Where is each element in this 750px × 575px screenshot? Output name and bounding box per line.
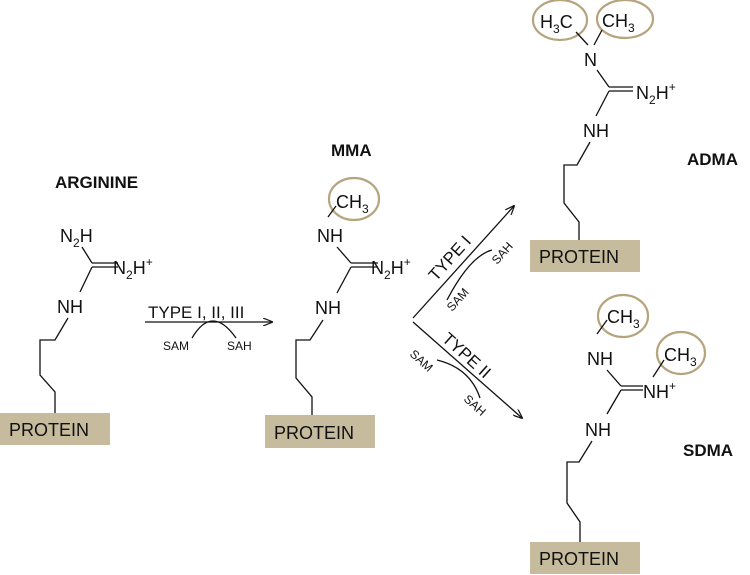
- methyl-group-circle: [596, 293, 650, 339]
- arginine-n2h-plus-group: N2H+: [113, 255, 153, 282]
- protein-label: PROTEIN: [274, 423, 354, 443]
- bond: [336, 246, 352, 264]
- arginine-n2h-group: N2H: [60, 226, 93, 250]
- reaction-arrow-type-i: [412, 206, 514, 319]
- mma-ch3: CH3: [336, 192, 369, 216]
- cofactor-arc: [446, 249, 493, 301]
- bond: [593, 29, 603, 46]
- adma-nh-label: NH: [583, 121, 609, 141]
- sah-label: SAH: [461, 392, 489, 419]
- bond: [596, 319, 608, 335]
- protein-box: [0, 413, 110, 445]
- methyl-group-circle: [531, 0, 589, 42]
- bond: [336, 266, 352, 294]
- protein-label: PROTEIN: [9, 420, 89, 440]
- sam-label: SAM: [444, 285, 472, 314]
- protein-box: [530, 240, 640, 272]
- side-chain: [566, 440, 593, 542]
- sah-label: SAH: [227, 339, 252, 353]
- adma-n2h-plus-group: N2H+: [636, 80, 676, 107]
- sam-label: SAM: [163, 339, 189, 353]
- cofactor-arc: [436, 359, 481, 399]
- protein-label: PROTEIN: [539, 247, 619, 267]
- protein-box: [265, 415, 375, 448]
- sdma-nh-methyl: NH: [587, 349, 613, 369]
- bond: [575, 31, 589, 46]
- methyl-group-circle: [655, 330, 707, 376]
- bond: [79, 266, 93, 293]
- mma-nh-label: NH: [315, 298, 341, 318]
- protein-label: PROTEIN: [539, 549, 619, 569]
- adma-n-label: N: [584, 50, 597, 70]
- bond: [606, 389, 622, 415]
- enzyme-label-type-i-ii-iii: TYPE I, II, III: [148, 303, 244, 322]
- methyl-group-circle: [595, 0, 655, 40]
- type-i-reaction: TYPE I SAM SAH: [412, 206, 516, 319]
- arginine-nh-label: NH: [57, 297, 83, 317]
- sdma-ch3-top: CH3: [607, 307, 640, 331]
- adma-h3c: H3C: [540, 12, 573, 36]
- side-chain: [39, 317, 69, 413]
- type-ii-reaction: TYPE II SAM SAH: [407, 321, 522, 419]
- enzyme-label-type-ii: TYPE II: [438, 329, 494, 382]
- bond: [652, 359, 665, 378]
- mma-structure: MMA CH3 NH N2H+ NH PROTEIN: [265, 141, 411, 448]
- step1-reaction: TYPE I, II, III SAM SAH: [145, 303, 272, 353]
- mma-nh-methyl: NH: [317, 226, 343, 246]
- reaction-arrow-type-ii: [412, 321, 522, 418]
- sdma-ch3-right: CH3: [664, 345, 697, 369]
- adma-ch3: CH3: [602, 11, 635, 35]
- arginine-structure: ARGININE N2H N2H+ NH PROTEIN: [0, 173, 153, 445]
- sdma-nh-label: NH: [585, 420, 611, 440]
- side-chain: [563, 141, 591, 240]
- bond: [596, 69, 610, 88]
- bond: [81, 246, 93, 264]
- sdma-nh-plus-group: NH+: [643, 379, 676, 402]
- bond: [606, 369, 622, 387]
- arginine-title: ARGININE: [55, 173, 138, 192]
- sah-label: SAH: [489, 239, 516, 267]
- adma-structure: ADMA H3C CH3 N N2H+ NH PROTEIN: [530, 0, 738, 272]
- bond: [595, 90, 610, 117]
- adma-title: ADMA: [687, 150, 738, 169]
- methyl-group-circle: [327, 176, 381, 222]
- protein-box: [530, 542, 640, 574]
- sam-label: SAM: [407, 347, 436, 375]
- side-chain: [295, 319, 324, 415]
- cofactor-arc: [191, 320, 237, 339]
- sdma-structure: SDMA CH3 NH CH3 NH+ NH PROTEIN: [530, 293, 733, 574]
- bond: [327, 205, 337, 218]
- sdma-title: SDMA: [683, 441, 733, 460]
- mma-n2h-plus-group: N2H+: [371, 255, 411, 282]
- mma-title: MMA: [331, 141, 372, 160]
